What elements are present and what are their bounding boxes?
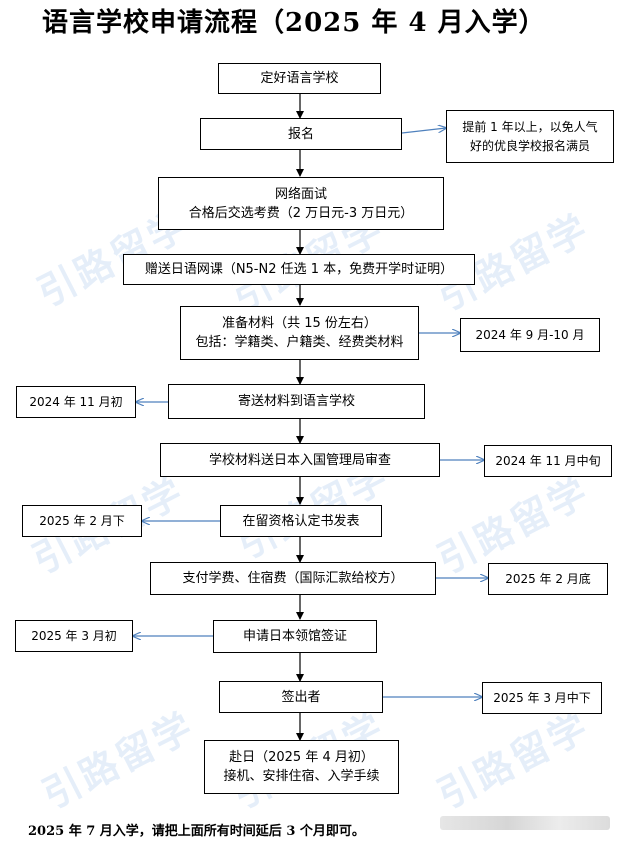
note-send-date: 2024 年 11 月初 [16,386,136,418]
step-choose-school: 定好语言学校 [218,63,381,94]
step-prepare-materials: 准备材料（共 15 份左右） 包括：学籍类、户籍类、经费类材料 [180,306,419,360]
note-arrows [133,128,488,697]
blurred-caption [440,816,610,830]
step-online-interview: 网络面试 合格后交选考费（2 万日元-3 万日元） [158,177,444,230]
note-visa-issued-date: 2025 年 3 月中下 [482,682,602,714]
step-send-materials: 寄送材料到语言学校 [168,384,425,419]
step-online-course: 赠送日语网课（N5-N2 任选 1 本，免费开学时证明） [123,254,475,285]
note-coe-date: 2025 年 2 月下 [22,505,142,537]
note-visa-date: 2025 年 3 月初 [15,620,133,652]
step-visa-issued: 签出者 [219,681,383,713]
note-register-early: 提前 1 年以上，以免人气 好的优良学校报名满员 [446,110,614,163]
note-materials-date: 2024 年 9 月-10 月 [460,318,600,352]
step-apply-visa: 申请日本领馆签证 [213,620,377,653]
footer-note: 2025 年 7 月入学，请把上面所有时间延后 3 个月即可。 [28,824,365,839]
step-pay-fees: 支付学费、住宿费（国际汇款给校方） [150,562,436,595]
step-register: 报名 [200,118,402,150]
step-coe-issued: 在留资格认定书发表 [220,505,382,537]
page-title: 语言学校申请流程（2025 年 4 月入学） [42,8,546,38]
note-arrow [401,128,446,134]
step-arrive-japan: 赴日（2025 年 4 月初） 接机、安排住宿、入学手续 [204,740,399,794]
note-review-date: 2024 年 11 月中旬 [484,445,612,477]
note-fees-date: 2025 年 2 月底 [488,563,608,595]
step-immigration-review: 学校材料送日本入国管理局审查 [160,443,440,477]
